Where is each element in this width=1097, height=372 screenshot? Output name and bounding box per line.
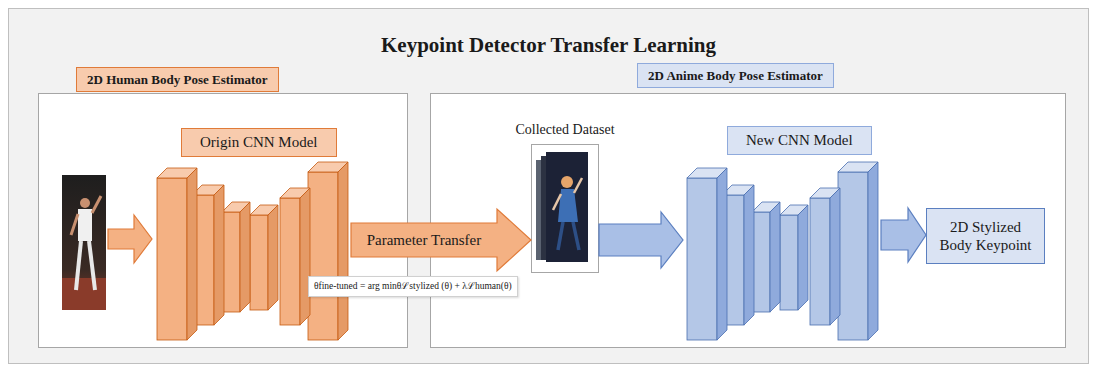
layer-front bbox=[752, 212, 770, 312]
layer-side bbox=[744, 185, 754, 325]
court bbox=[62, 278, 106, 310]
layer-side bbox=[338, 162, 348, 340]
character-arm bbox=[574, 178, 582, 193]
layer-front bbox=[222, 212, 240, 312]
character-leg bbox=[558, 222, 563, 250]
layer-front bbox=[780, 215, 798, 310]
model-label: New CNN Model bbox=[727, 126, 872, 155]
layer-side bbox=[240, 202, 250, 312]
layer-side bbox=[300, 188, 310, 325]
input-photo bbox=[62, 175, 106, 310]
model-label: Origin CNN Model bbox=[181, 128, 337, 157]
layer-front bbox=[687, 178, 717, 340]
character-head bbox=[561, 176, 573, 188]
layer-front bbox=[157, 178, 187, 340]
layer-side bbox=[868, 162, 878, 340]
dataset-images bbox=[536, 152, 588, 262]
formula-label: θfine-tuned = arg minθℒstylized (θ) + λℒ… bbox=[308, 276, 518, 297]
output-box: 2D Stylized Body Keypoint bbox=[926, 208, 1045, 264]
player-leg bbox=[76, 241, 81, 290]
panel-heading: 2D Anime Body Pose Estimator bbox=[637, 63, 834, 88]
player-arm bbox=[92, 196, 101, 213]
layer-side bbox=[830, 188, 840, 325]
layer-side bbox=[770, 202, 780, 312]
dataset-image bbox=[546, 152, 588, 262]
dataset-heading: Collected Dataset bbox=[515, 121, 614, 139]
diagram-title: Keypoint Detector Transfer Learning bbox=[0, 33, 1097, 58]
layer-side bbox=[187, 168, 197, 340]
character-leg bbox=[573, 222, 579, 250]
player-shirt bbox=[78, 209, 92, 241]
layer-front bbox=[838, 172, 868, 340]
arrow-label: Parameter Transfer bbox=[365, 230, 484, 250]
layer-side bbox=[717, 168, 727, 340]
panel-heading: 2D Human Body Pose Estimator bbox=[76, 67, 279, 92]
layer-side bbox=[798, 205, 808, 310]
player-head bbox=[80, 198, 90, 208]
output-text: 2D Stylized Body Keypoint bbox=[927, 216, 1044, 256]
player-arm bbox=[71, 214, 78, 235]
player-leg bbox=[89, 241, 95, 290]
character-arm bbox=[553, 194, 561, 210]
layer-front bbox=[280, 198, 300, 325]
layer-side bbox=[268, 205, 278, 310]
layer-front bbox=[250, 215, 268, 310]
layer-front bbox=[308, 172, 338, 340]
character-body bbox=[558, 189, 578, 222]
layer-front bbox=[810, 198, 830, 325]
layer-side bbox=[214, 185, 224, 325]
photo-frame bbox=[62, 175, 106, 310]
